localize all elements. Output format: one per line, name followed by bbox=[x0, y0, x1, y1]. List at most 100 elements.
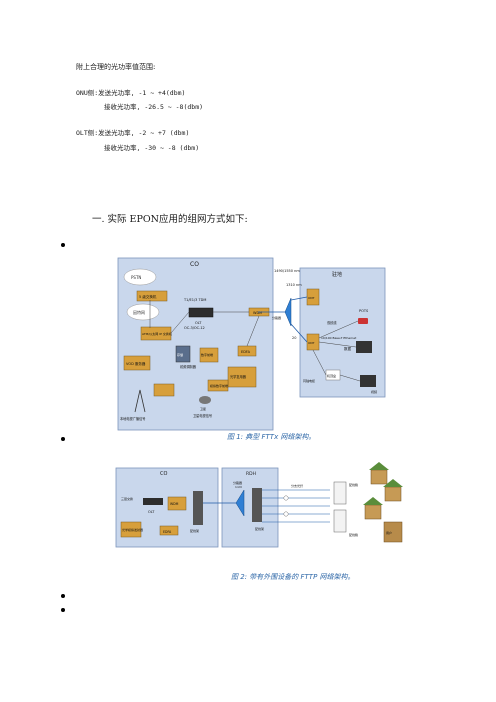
fig2-house-2 bbox=[384, 486, 402, 502]
fig1-analog-label: 模拟数字前端 bbox=[210, 383, 228, 388]
fig1-dish-icon bbox=[199, 396, 211, 404]
fig1-wl2-label: 1310 nm bbox=[286, 283, 302, 287]
fig1-tuner-box bbox=[207, 379, 229, 392]
fig1-atm-label: ATM/以太网 IP 交换机 bbox=[142, 331, 172, 336]
fig1-olt-label: OLT bbox=[195, 321, 202, 325]
fig1-pc-icon bbox=[356, 341, 372, 353]
fig1-tower-icon bbox=[134, 389, 146, 413]
fig2-video-box bbox=[120, 521, 142, 538]
fig2-building2-label: 配线箱 bbox=[349, 532, 358, 537]
fig1-tv-icon bbox=[360, 375, 376, 387]
fig2-video-label: 光学模拟发射器 bbox=[122, 527, 143, 532]
bullet-1 bbox=[61, 243, 65, 247]
fig1-video-label: 视频 bbox=[371, 389, 377, 394]
fig1-onu2 bbox=[306, 333, 320, 351]
figure-2-caption: 图 2: 带有外围设备的 FTTP 网络架构。 bbox=[231, 573, 355, 581]
fig2-house-1-roof bbox=[369, 462, 389, 470]
fig2-co-panel bbox=[115, 467, 219, 548]
fig2-house-2-roof bbox=[383, 479, 403, 487]
fig1-phone-line-label: 双绞线 bbox=[327, 320, 337, 325]
fig2-building-1 bbox=[333, 481, 347, 505]
fig1-optical-mux-label: 光学复用器 bbox=[230, 374, 247, 379]
fig2-house-3-roof bbox=[363, 497, 383, 505]
fig1-pots-label: POTS bbox=[359, 309, 369, 313]
fig1-link-h bbox=[339, 374, 361, 382]
fig1-co-label: CO bbox=[190, 261, 199, 268]
fig1-digital-front-box bbox=[199, 347, 219, 363]
fig1-pstn-label: PSTN bbox=[131, 275, 141, 280]
fig1-splitter-label: 分路器 bbox=[272, 315, 281, 320]
fig2-house-3 bbox=[364, 504, 382, 520]
fig1-wdm-label: WDM bbox=[253, 311, 262, 315]
onu-recv-line: 接收光功率, -26.5 ~ -8(dbm) bbox=[104, 103, 204, 111]
fig2-edfa-box bbox=[159, 525, 179, 536]
fig1-storage-label: 存储 bbox=[177, 352, 183, 357]
fig1-vod-label: VOD 服务器 bbox=[126, 361, 146, 366]
fig2-house-1 bbox=[370, 469, 388, 485]
fig1-onu1-label: ONT bbox=[308, 296, 315, 300]
bullet-4 bbox=[61, 608, 65, 612]
fig1-fiber-onu1 bbox=[290, 296, 308, 301]
fig1-oc-label: OC-3/OC-12 bbox=[184, 326, 205, 330]
fig2-building-2 bbox=[333, 509, 347, 533]
fig2-odf1-label: 配线架 bbox=[190, 528, 199, 533]
fig1-internet-cloud bbox=[126, 303, 160, 321]
fig1-broadcast-label: 本地电视广播信号 bbox=[120, 416, 146, 421]
fig2-wdm-label: WDM bbox=[170, 502, 179, 506]
fig1-internet-label: 因特网 bbox=[133, 309, 145, 315]
fig1-home-label: 驻地 bbox=[332, 271, 342, 278]
fig2-co-label: CO bbox=[160, 471, 167, 477]
fig1-coax-label: 同轴电缆 bbox=[303, 378, 315, 383]
fig1-onu1 bbox=[306, 288, 320, 306]
fig1-optical-mux-box bbox=[227, 366, 257, 388]
fig2-olt-device bbox=[143, 498, 163, 505]
fig1-sat-label: 卫星电视信号 bbox=[193, 413, 212, 418]
fig1-satellite-label: 卫星 bbox=[200, 406, 206, 411]
fig1-wdm-box bbox=[248, 307, 270, 317]
fig1-cable-tuner-label: 射频调制器 bbox=[180, 364, 197, 369]
fig1-link-g bbox=[312, 349, 327, 376]
fig1-switch5-box bbox=[136, 290, 168, 302]
fig2-splitter-label: 分路器 bbox=[233, 480, 242, 485]
fig1-co-panel bbox=[117, 257, 274, 431]
fig1-olt-device bbox=[188, 307, 214, 318]
bullet-3 bbox=[61, 594, 65, 598]
fig2-odf2-label: 配线架 bbox=[255, 526, 264, 531]
fig2-onu-dot-1 bbox=[283, 495, 289, 501]
fig2-ratio-label: 1×N bbox=[235, 485, 242, 489]
fig2-fiber-label: 分支光纤 bbox=[291, 483, 303, 488]
fig2-olt-label: OLT bbox=[148, 510, 155, 514]
fig1-edfa-box bbox=[237, 345, 257, 357]
fig1-link-e bbox=[318, 341, 357, 348]
fig1-storage-box bbox=[175, 345, 191, 363]
fig2-onu-dot-2 bbox=[283, 511, 289, 517]
fig1-vod-box bbox=[123, 355, 151, 371]
figure-1-caption: 图 1: 典型 FTTx 网络架构。 bbox=[227, 433, 316, 441]
fig2-odf1 bbox=[193, 491, 203, 525]
fig2-rdh-panel bbox=[221, 467, 279, 548]
fig2-rdh-label: RDH bbox=[246, 471, 256, 477]
fig1-fiber-onu2 bbox=[290, 323, 308, 343]
fig1-edfa-label: EDFA bbox=[241, 350, 251, 354]
fig1-eth-label: 10/100 Base-T Ethernet bbox=[321, 336, 357, 340]
olt-send-line: OLT侧:发送光功率, -2 ~ +7 (dbm) bbox=[76, 129, 190, 137]
bullet-2 bbox=[61, 437, 65, 441]
fig1-phone-icon bbox=[358, 318, 368, 324]
fig1-t1-label: T1/E1/3 TDM bbox=[183, 298, 206, 302]
fig1-wl1-label: 1490/1550 nm bbox=[274, 269, 300, 273]
fig2-splitter-icon bbox=[235, 489, 245, 517]
fig2-wdm-box bbox=[167, 496, 187, 511]
fig1-atm-box bbox=[140, 326, 172, 341]
fig1-settop-box bbox=[325, 369, 341, 381]
fig1-splitter-icon bbox=[284, 297, 292, 327]
fig2-home-label: 用户 bbox=[386, 530, 392, 535]
fig2-odf2 bbox=[252, 488, 262, 522]
fig1-d20-label: 20 bbox=[292, 336, 296, 340]
fig1-switch5-label: 5 级交换机 bbox=[139, 294, 157, 299]
fig1-set-top-label: 机顶盒 bbox=[327, 373, 336, 378]
fig1-digital-front-label: 数字前端 bbox=[201, 352, 213, 357]
fig1-sat-box bbox=[153, 383, 175, 397]
fig1-link-d bbox=[246, 315, 260, 347]
